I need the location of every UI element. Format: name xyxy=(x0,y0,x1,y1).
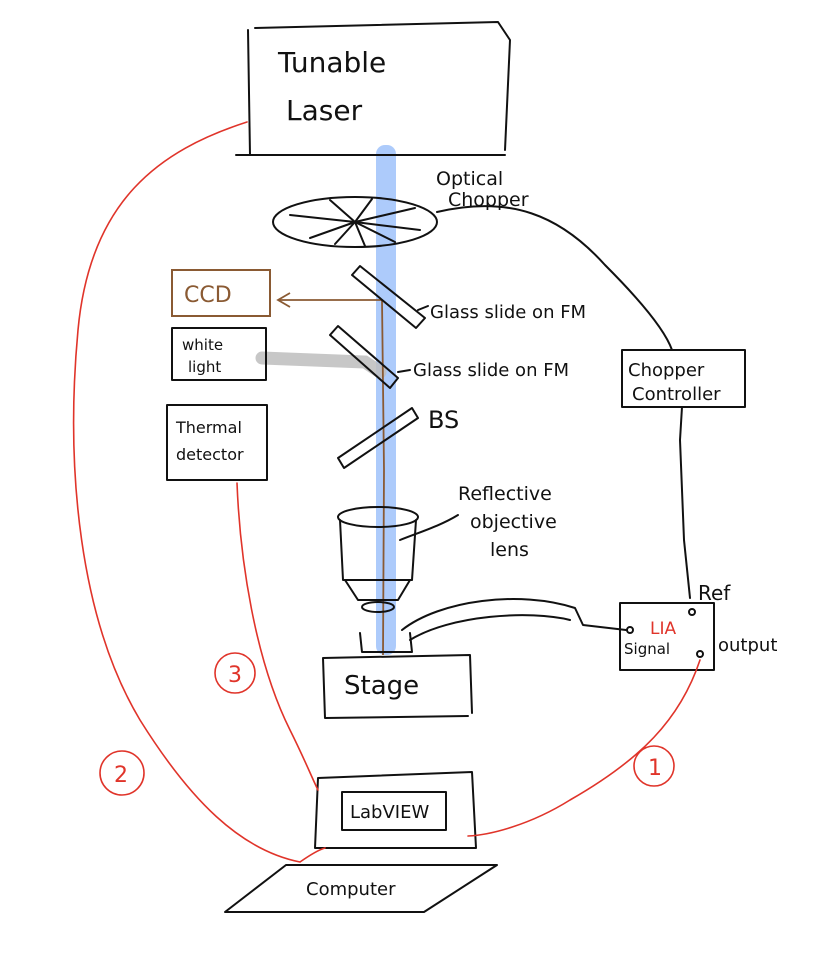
glass-slide-2 xyxy=(329,325,399,389)
labview-box xyxy=(341,791,447,831)
lia-output-port xyxy=(696,650,704,658)
connection-3-label: 3 xyxy=(228,663,242,688)
computer-label: Computer xyxy=(306,879,396,900)
lia-label: LIA xyxy=(650,619,676,639)
chopper-controller-cable xyxy=(436,205,673,351)
chopper-controller-box xyxy=(621,349,746,408)
ccd-path-arrowhead xyxy=(276,292,291,308)
tunable-laser-label-2: Laser xyxy=(286,94,363,127)
signal-cable-2 xyxy=(409,614,571,641)
glass-slide-1-label: Glass slide on FM xyxy=(430,302,586,323)
beam-splitter xyxy=(337,407,419,469)
optical-chopper-label-1: Optical xyxy=(436,168,503,190)
chopper-controller-label-1: Chopper xyxy=(628,360,705,381)
optical-chopper-label-2: Chopper xyxy=(448,189,529,211)
computer-monitor xyxy=(314,771,477,849)
connection-1-marker: 1 xyxy=(633,745,675,787)
signal-label: Signal xyxy=(624,640,670,658)
connection-2-label: 2 xyxy=(114,763,128,788)
ccd-label: CCD xyxy=(184,283,232,308)
lia-signal-port xyxy=(626,626,634,634)
labview-label: LabVIEW xyxy=(350,802,429,823)
thermal-detector-label-2: detector xyxy=(176,445,244,464)
objective-lens-label-1: Reflective xyxy=(458,483,552,505)
stage-box xyxy=(322,654,473,719)
thermal-detector-label-1: Thermal xyxy=(175,418,242,437)
output-label: output xyxy=(718,635,777,656)
glass-slide-1-leader xyxy=(417,305,429,311)
lia-box xyxy=(619,602,715,671)
ccd-box xyxy=(171,269,271,317)
connection-3-marker: 3 xyxy=(214,652,256,694)
signal-cable xyxy=(401,598,627,631)
laser-beam xyxy=(376,145,396,655)
chopper-controller-label-2: Controller xyxy=(632,384,721,405)
sample xyxy=(359,632,413,653)
thermal-detector-box xyxy=(166,404,268,481)
tunable-laser-box xyxy=(235,21,511,156)
reference-cable xyxy=(679,406,691,599)
objective-lens-label-3: lens xyxy=(490,539,529,561)
glass-slide-1 xyxy=(351,265,426,329)
ref-label: Ref xyxy=(698,581,731,605)
tunable-laser-label-1: Tunable xyxy=(277,46,386,79)
glass-slide-2-label: Glass slide on FM xyxy=(413,360,569,381)
reflective-objective-lens xyxy=(337,506,419,613)
connection-1-label: 1 xyxy=(648,756,662,781)
connection-2-marker: 2 xyxy=(99,750,145,796)
white-light-box xyxy=(171,327,267,381)
beam-splitter-label: BS xyxy=(428,406,459,434)
ccd-path xyxy=(278,299,385,656)
laser-computer-cable xyxy=(72,121,326,863)
chopper-blades xyxy=(289,198,421,247)
glass-slide-2-leader xyxy=(397,369,411,373)
thermal-detector-cable xyxy=(236,482,319,791)
objective-lens-leader xyxy=(399,514,459,541)
white-light-label-1: white xyxy=(182,336,223,354)
lia-ref-port xyxy=(688,608,696,616)
optical-chopper xyxy=(272,196,438,248)
white-light-label-2: light xyxy=(188,358,221,376)
stage-label: Stage xyxy=(344,671,419,701)
lia-computer-cable xyxy=(467,659,701,837)
white-light-path xyxy=(255,351,387,379)
computer-keyboard xyxy=(224,864,498,913)
objective-lens-label-2: objective xyxy=(470,511,557,533)
